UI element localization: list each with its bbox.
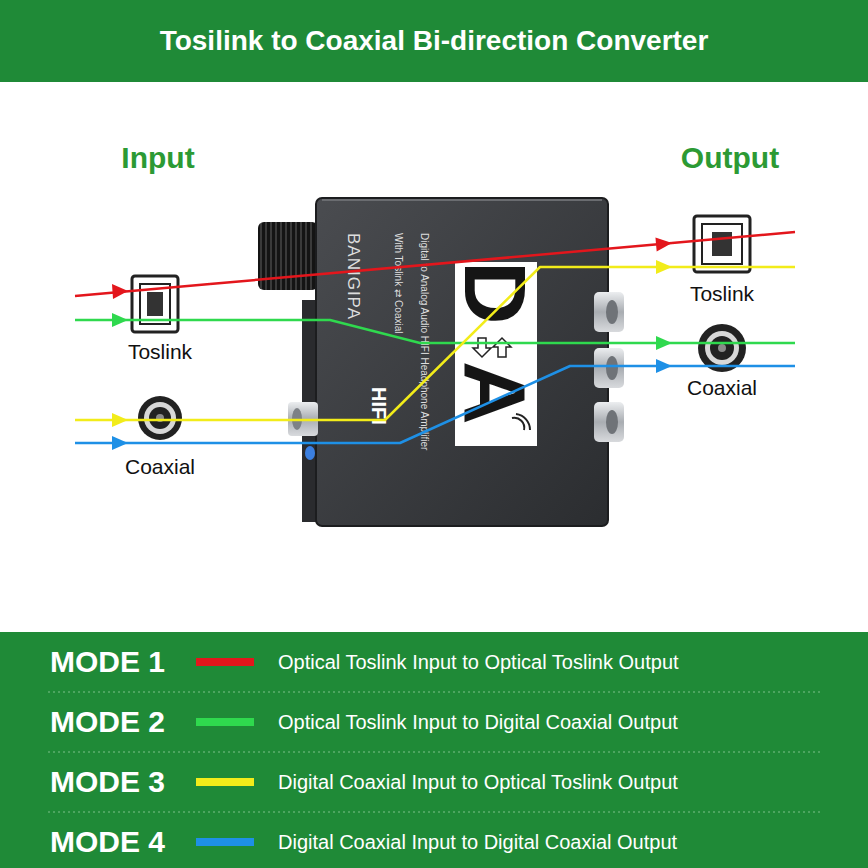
signal-lead (672, 342, 795, 345)
arrow-head (112, 313, 128, 327)
arrow-head (112, 436, 128, 450)
legend-text: Optical Toslink Input to Optical Toslink… (278, 649, 679, 675)
signal-lead (75, 442, 210, 445)
port-label: Coaxial (672, 376, 772, 400)
arrow-head (656, 260, 672, 274)
logo-panel (455, 262, 537, 446)
port-label: Toslink (672, 282, 772, 306)
toslink-output-port: Toslink (672, 212, 772, 306)
toslink-input-port: Toslink (110, 270, 210, 366)
mode-name: MODE 3 (50, 764, 200, 800)
signal-line (210, 366, 672, 443)
port-label: Coaxial (110, 455, 210, 479)
volume-knob (258, 222, 318, 290)
legend-swatch (196, 658, 254, 666)
product-description: With Toslink ⇄ Coaxial (392, 233, 404, 333)
coax-socket-inner (149, 407, 171, 429)
rca-jack (594, 402, 624, 442)
signal-line (210, 243, 672, 284)
row-separator (48, 812, 820, 813)
coax-socket (138, 396, 182, 440)
signal-lead (672, 232, 795, 243)
toslink-socket-core (712, 232, 732, 256)
signal-lead (75, 319, 210, 322)
arrow-head (112, 413, 128, 427)
coax-socket-pin (156, 414, 164, 422)
column-heading: Input (58, 140, 258, 176)
coax-socket (698, 324, 746, 372)
legend-text: Digital Coaxial Input to Digital Coaxial… (278, 829, 677, 855)
signal-line (210, 267, 672, 420)
coax-socket-ring (705, 331, 739, 365)
coaxial-input-port: Coaxial (110, 394, 210, 482)
signal-line (210, 320, 672, 343)
toslink-socket-inner (702, 224, 742, 264)
port-label: Toslink (110, 340, 210, 364)
row-separator (48, 692, 820, 693)
legend-swatch (196, 778, 254, 786)
converter-device: BANIGIPA Digital to Analog Audio HIFI Hea… (255, 195, 627, 530)
legend-text: Optical Toslink Input to Digital Coaxial… (278, 709, 678, 735)
hifi-mark: HIFI (367, 387, 391, 425)
legend-swatch (196, 838, 254, 846)
product-description: Digital to Analog Audio HIFI Headphone A… (418, 233, 430, 450)
toslink-socket (132, 276, 178, 332)
signal-lead (672, 365, 795, 368)
arrow-head (656, 336, 672, 350)
legend-swatch (196, 718, 254, 726)
legend-text: Digital Coaxial Input to Optical Toslink… (278, 769, 678, 795)
rca-jack-hole (606, 300, 618, 324)
body-highlight (322, 199, 602, 201)
rca-jack (594, 348, 624, 388)
coax-socket-pin (718, 344, 726, 352)
coax-socket-ring (144, 402, 176, 434)
coax-socket-inner (710, 336, 734, 360)
signal-lead (75, 284, 210, 296)
mode-name: MODE 2 (50, 704, 200, 740)
diagram-title: Tosilink to Coaxial Bi-direction Convert… (0, 24, 868, 58)
edge-layer (210, 237, 672, 443)
power-led (305, 446, 315, 460)
coax-jack-hole (292, 408, 302, 430)
signal-lead (75, 419, 210, 422)
logo-arrow (473, 338, 491, 357)
toslink-socket (694, 216, 750, 272)
brand-name: BANIGIPA (343, 233, 363, 320)
mode-name: MODE 1 (50, 644, 200, 680)
coaxial-output-port: Coaxial (672, 322, 772, 402)
rca-jack-hole (606, 410, 618, 434)
logo-arrow (493, 338, 511, 357)
rca-jack-hole (606, 356, 618, 380)
toslink-socket-core (147, 292, 163, 316)
mode-name: MODE 4 (50, 824, 200, 860)
logo-letter: A (454, 361, 536, 425)
signal-lead (672, 266, 795, 269)
rca-jack (594, 292, 624, 332)
coax-jack (288, 402, 318, 436)
row-separator (48, 752, 820, 753)
arrow-head (656, 359, 672, 373)
arrow-head (655, 237, 672, 251)
logo-letter: D (454, 261, 536, 325)
arrow-head (112, 284, 128, 299)
toslink-socket-inner (140, 284, 170, 324)
device-body (316, 198, 608, 526)
column-heading: Output (630, 140, 830, 176)
